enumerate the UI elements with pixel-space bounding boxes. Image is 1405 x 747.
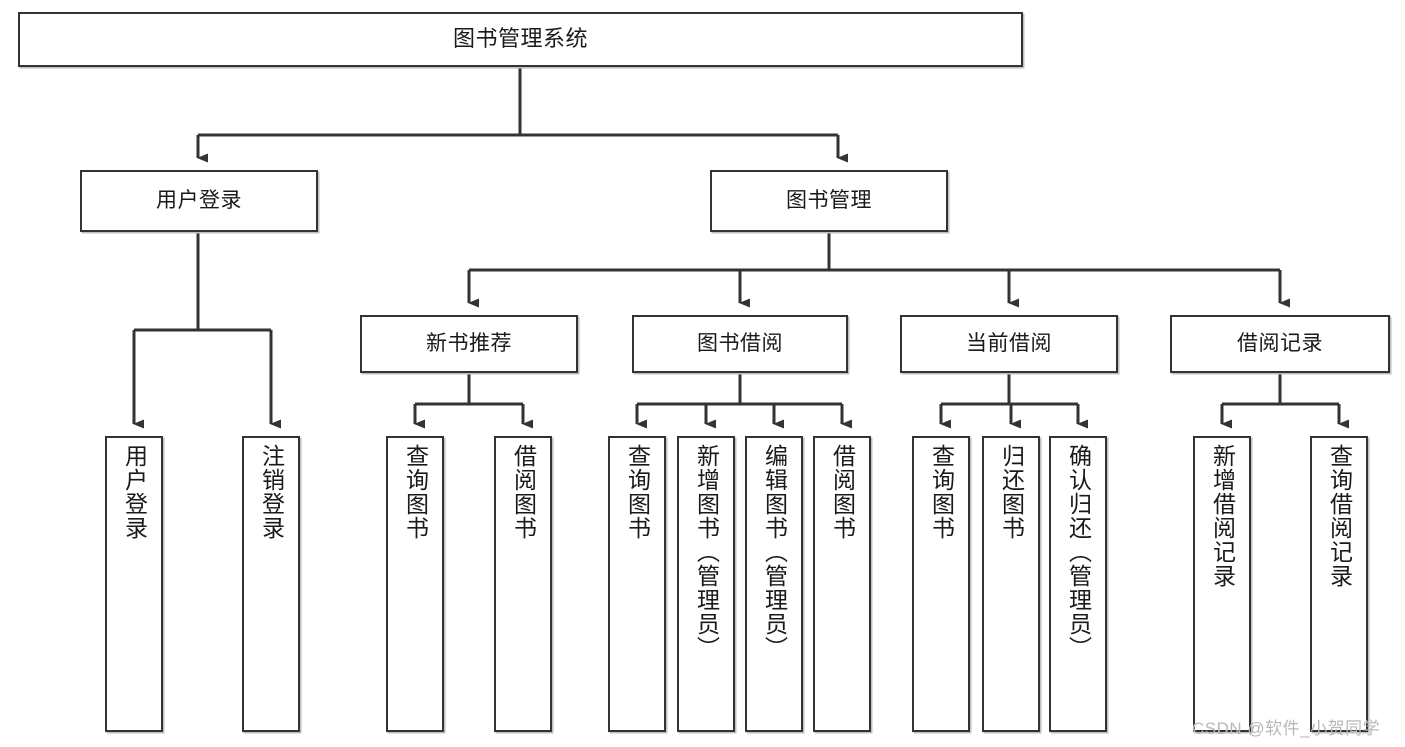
node-leaf-query-book-rec[interactable]: 查询图书 bbox=[386, 436, 444, 732]
node-label: 编辑图书（管理员） bbox=[761, 444, 788, 660]
node-label: 借阅图书 bbox=[829, 444, 856, 540]
node-label: 图书管理系统 bbox=[452, 26, 588, 52]
node-label: 新书推荐 bbox=[426, 332, 512, 356]
node-label: 查询图书 bbox=[624, 444, 651, 540]
node-leaf-query-borrow-record[interactable]: 查询借阅记录 bbox=[1310, 436, 1368, 732]
node-label: 新增借阅记录 bbox=[1209, 444, 1236, 588]
node-label: 查询借阅记录 bbox=[1326, 444, 1353, 588]
node-leaf-add-borrow-record[interactable]: 新增借阅记录 bbox=[1193, 436, 1251, 732]
node-label: 归还图书 bbox=[998, 444, 1025, 540]
node-leaf-user-login[interactable]: 用户登录 bbox=[105, 436, 163, 732]
node-leaf-borrow-book[interactable]: 借阅图书 bbox=[813, 436, 871, 732]
node-label: 注销登录 bbox=[258, 444, 285, 540]
node-label: 用户登录 bbox=[156, 189, 242, 213]
node-current-borrow[interactable]: 当前借阅 bbox=[900, 315, 1118, 373]
node-book-manage[interactable]: 图书管理 bbox=[710, 170, 948, 232]
node-leaf-logout[interactable]: 注销登录 bbox=[242, 436, 300, 732]
watermark-text: CSDN @软件_小贺同学 bbox=[1192, 719, 1381, 738]
node-leaf-edit-book[interactable]: 编辑图书（管理员） bbox=[745, 436, 803, 732]
node-label: 图书借阅 bbox=[697, 332, 783, 356]
node-user-login[interactable]: 用户登录 bbox=[80, 170, 318, 232]
node-leaf-add-book[interactable]: 新增图书（管理员） bbox=[677, 436, 735, 732]
node-leaf-return-book[interactable]: 归还图书 bbox=[982, 436, 1040, 732]
node-label: 查询图书 bbox=[928, 444, 955, 540]
node-leaf-confirm-return[interactable]: 确认归还（管理员） bbox=[1049, 436, 1107, 732]
node-label: 新增图书（管理员） bbox=[693, 444, 720, 660]
node-label: 图书管理 bbox=[786, 189, 872, 213]
node-root[interactable]: 图书管理系统 bbox=[18, 12, 1023, 67]
node-borrow-record[interactable]: 借阅记录 bbox=[1170, 315, 1390, 373]
node-leaf-query-book-borrow[interactable]: 查询图书 bbox=[608, 436, 666, 732]
node-leaf-borrow-book-rec[interactable]: 借阅图书 bbox=[494, 436, 552, 732]
node-leaf-query-book-current[interactable]: 查询图书 bbox=[912, 436, 970, 732]
node-new-book-recommend[interactable]: 新书推荐 bbox=[360, 315, 578, 373]
node-label: 当前借阅 bbox=[966, 332, 1052, 356]
node-label: 确认归还（管理员） bbox=[1065, 444, 1092, 660]
node-label: 查询图书 bbox=[402, 444, 429, 540]
node-book-borrow[interactable]: 图书借阅 bbox=[632, 315, 848, 373]
node-label: 借阅图书 bbox=[510, 444, 537, 540]
node-label: 借阅记录 bbox=[1237, 332, 1323, 356]
node-label: 用户登录 bbox=[121, 444, 148, 540]
